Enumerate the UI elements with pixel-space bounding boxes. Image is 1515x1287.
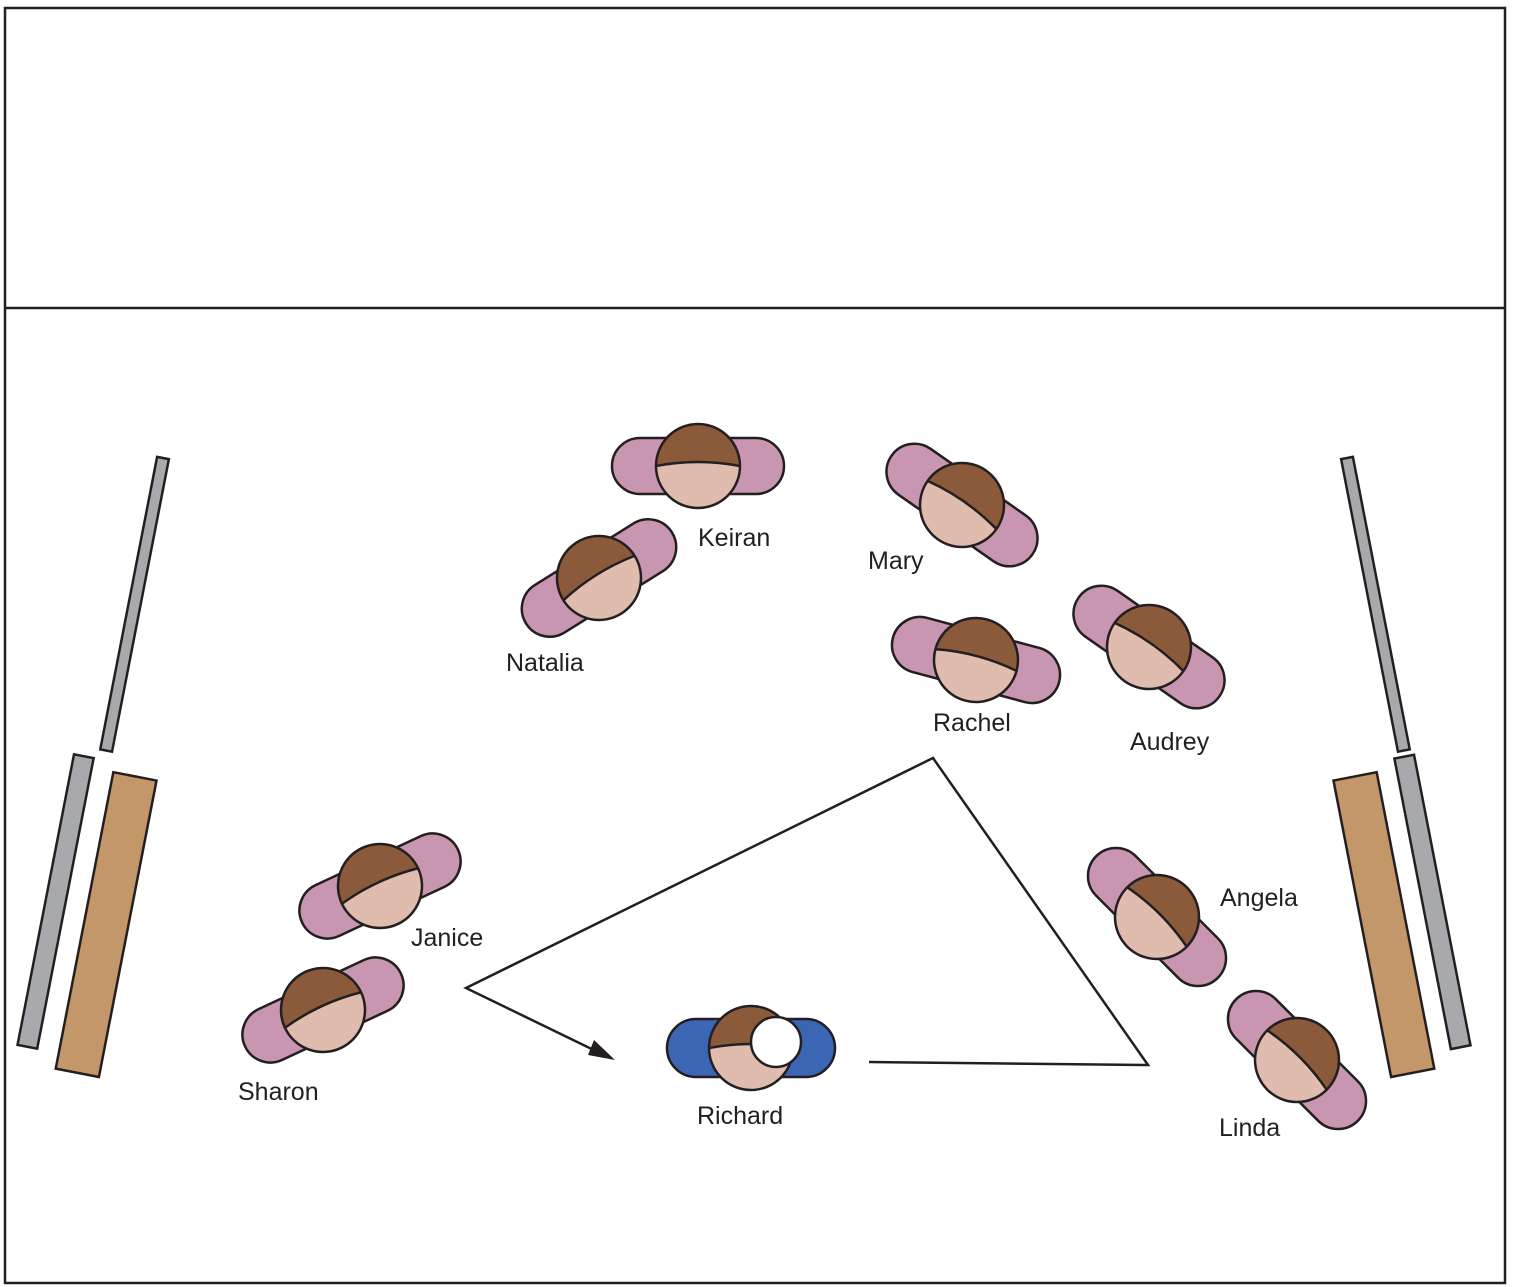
person-sharon: Sharon [224, 928, 419, 1106]
person-natalia: Natalia [500, 490, 695, 677]
name-label: Mary [868, 547, 924, 575]
movement-path [463, 756, 1151, 1067]
right-bench [1332, 753, 1472, 1079]
person-angela: Angela [1066, 821, 1298, 1008]
person-rachel: Rachel [882, 589, 1072, 737]
person-richard: Richard [665, 1004, 837, 1130]
right-upper-rail [1339, 455, 1412, 754]
name-label: Janice [411, 924, 483, 952]
name-label: Audrey [1130, 728, 1210, 756]
name-label: Angela [1220, 884, 1298, 912]
left-bench [16, 752, 158, 1079]
person-linda: Linda [1206, 964, 1393, 1151]
name-label: Keiran [698, 524, 770, 552]
left-upper-rail [98, 455, 171, 754]
name-label: Rachel [933, 709, 1011, 737]
name-label: Natalia [506, 649, 584, 677]
person-audrey: Audrey [1054, 557, 1248, 756]
person-janice: Janice [281, 804, 483, 960]
person-mary: Mary [867, 415, 1061, 589]
room-border [3, 6, 1507, 1285]
arrowhead-icon [588, 1040, 615, 1060]
face-mark-icon [749, 1015, 803, 1069]
name-label: Sharon [238, 1078, 319, 1106]
name-label: Linda [1219, 1114, 1280, 1142]
name-label: Richard [697, 1102, 783, 1130]
person-keiran: Keiran [612, 416, 784, 552]
